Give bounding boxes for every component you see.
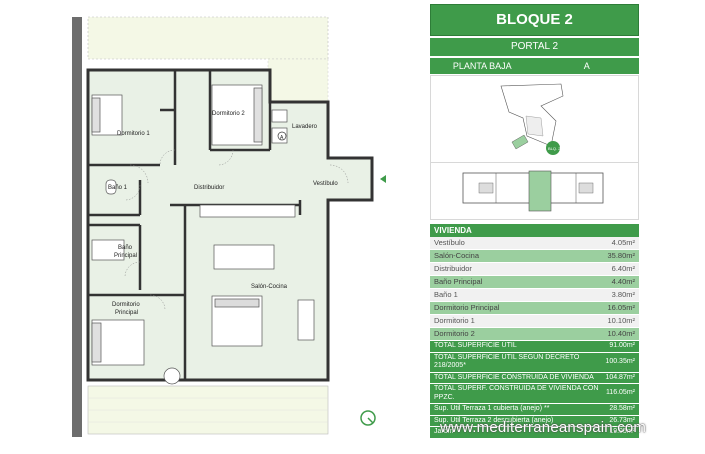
label-salon-cocina: Salón-Cocina (251, 284, 288, 290)
room-row: Dormitorio 1 10.10m² (430, 315, 639, 328)
room-row-label: Dormitorio 2 (434, 329, 475, 338)
total-row-label: TOTAL SUPERF. CONSTRUIDA DE VIVIENDA CON… (434, 385, 599, 401)
jardin-side (267, 58, 329, 102)
room-row: Vestíbulo 4.05m² (430, 237, 639, 250)
room-row-label: Distribuidor (434, 264, 472, 273)
label-distribuidor: Distribuidor (194, 185, 224, 191)
key-plan (430, 163, 639, 220)
site-map-marker-label: BLQ. 2 (548, 146, 561, 151)
total-row-label: TOTAL SUPERFICIE ÚTIL SEGÚN DECRETO 218/… (434, 353, 580, 370)
label-bano-1: Baño 1 (108, 185, 128, 191)
furniture (91, 84, 315, 385)
room-row: Dormitorio 2 10.40m² (430, 328, 639, 341)
room-row-label: Baño Principal (434, 277, 483, 286)
unit-letter: A (583, 61, 590, 71)
room-row-value: 6.40m² (611, 264, 635, 273)
site-map: BLQ. 2 (430, 75, 639, 163)
total-row-label: TOTAL SUPERFICIE ÚTIL (434, 342, 517, 349)
label-vestibulo: Vestíbulo (313, 181, 338, 187)
terraza-grid (88, 397, 328, 423)
door-swings (124, 149, 349, 311)
total-row-label: Sup. Útil Terraza 2 descubierta (anejo) (434, 416, 554, 424)
total-row: Sup. Útil Terraza 1 cubierta (anejo) ** 2… (430, 404, 639, 416)
label-bano-principal-2: Principal (114, 253, 137, 259)
info-panel: BLOQUE 2 PORTAL 2 PLANTA BAJA A BLQ. 2 V… (430, 4, 639, 452)
label-dorm-principal-2: Principal (115, 310, 138, 316)
total-row: TOTAL SUPERFICIE CONSTRUIDA DE VIVIENDA 1… (430, 372, 639, 384)
label-lavadero-mark: A (280, 135, 284, 141)
key-plan-drawing (462, 170, 604, 212)
outer-wall (72, 17, 82, 437)
total-row: Sup. Útil Terraza 2 descubierta (anejo) 2… (430, 415, 639, 427)
total-row-value: 91.00m² (609, 342, 635, 349)
room-row-value: 10.10m² (607, 316, 635, 325)
total-row-value: 19.95m² (609, 428, 635, 435)
total-row: TOTAL SUPERFICIE ÚTIL SEGÚN DECRETO 218/… (430, 352, 639, 373)
room-row: Baño 1 3.80m² (430, 289, 639, 302)
room-row: Distribuidor 6.40m² (430, 263, 639, 276)
total-row-value: 104.87m² (605, 373, 635, 381)
room-row-value: 10.40m² (607, 329, 635, 338)
entrance-arrow-icon (380, 175, 386, 183)
floor-plan: Dormitorio 1 Dormitorio 2 Lavadero A Dis… (72, 16, 386, 437)
room-row-value: 3.80m² (611, 290, 635, 299)
room-row: Baño Principal 4.40m² (430, 276, 639, 289)
vivienda-header: VIVIENDA (430, 224, 639, 237)
jardin-area (87, 16, 329, 60)
label-lavadero: Lavadero (292, 124, 318, 130)
room-row-label: Dormitorio Principal (434, 303, 500, 312)
floor-label: PLANTA BAJA (452, 61, 512, 71)
total-row-value: 100.35m² (605, 357, 635, 365)
total-row-label: TOTAL SUPERFICIE CONSTRUIDA DE VIVIENDA (434, 373, 594, 381)
label-dormitorio-1: Dormitorio 1 (117, 131, 150, 137)
total-row: TOTAL SUPERF. CONSTRUIDA DE VIVIENDA CON… (430, 384, 639, 404)
room-row-label: Vestíbulo (434, 238, 465, 247)
room-row: Dormitorio Principal 16.05m² (430, 302, 639, 315)
north-compass-icon (360, 410, 376, 426)
block-title: BLOQUE 2 (430, 4, 639, 36)
total-row-label: Sup. Útil Terraza 1 cubierta (anejo) ** (434, 405, 550, 412)
site-map-drawing: BLQ. 2 (500, 83, 564, 155)
room-row-label: Dormitorio 1 (434, 316, 475, 325)
total-row: Jardín 19.95m² (430, 427, 639, 439)
floor-row: PLANTA BAJA A (430, 58, 639, 74)
total-row-label: Jardín (434, 428, 454, 435)
room-row-value: 4.40m² (611, 277, 635, 286)
room-row: Salón-Cocina 35.80m² (430, 250, 639, 263)
total-row: TOTAL SUPERFICIE ÚTIL 91.00m² (430, 341, 639, 353)
label-dorm-principal-1: Dormitorio (112, 302, 140, 308)
room-row-value: 16.05m² (607, 303, 635, 312)
total-row-value: 26.73m² (609, 416, 635, 424)
label-dormitorio-2: Dormitorio 2 (212, 111, 245, 117)
room-row-value: 35.80m² (607, 251, 635, 260)
portal-label: PORTAL 2 (430, 38, 639, 56)
label-bano-principal-1: Baño (118, 245, 133, 251)
room-table: Vestíbulo 4.05m² Salón-Cocina 35.80m² Distri… (430, 237, 639, 341)
total-row-value: 28.58m² (609, 405, 635, 412)
room-row-value: 4.05m² (611, 238, 635, 247)
room-row-label: Salón-Cocina (434, 251, 480, 260)
watermark: www.mediterraneanspain.com (440, 419, 647, 436)
room-row-label: Baño 1 (434, 290, 458, 299)
total-row-value: 116.05m² (605, 389, 635, 397)
